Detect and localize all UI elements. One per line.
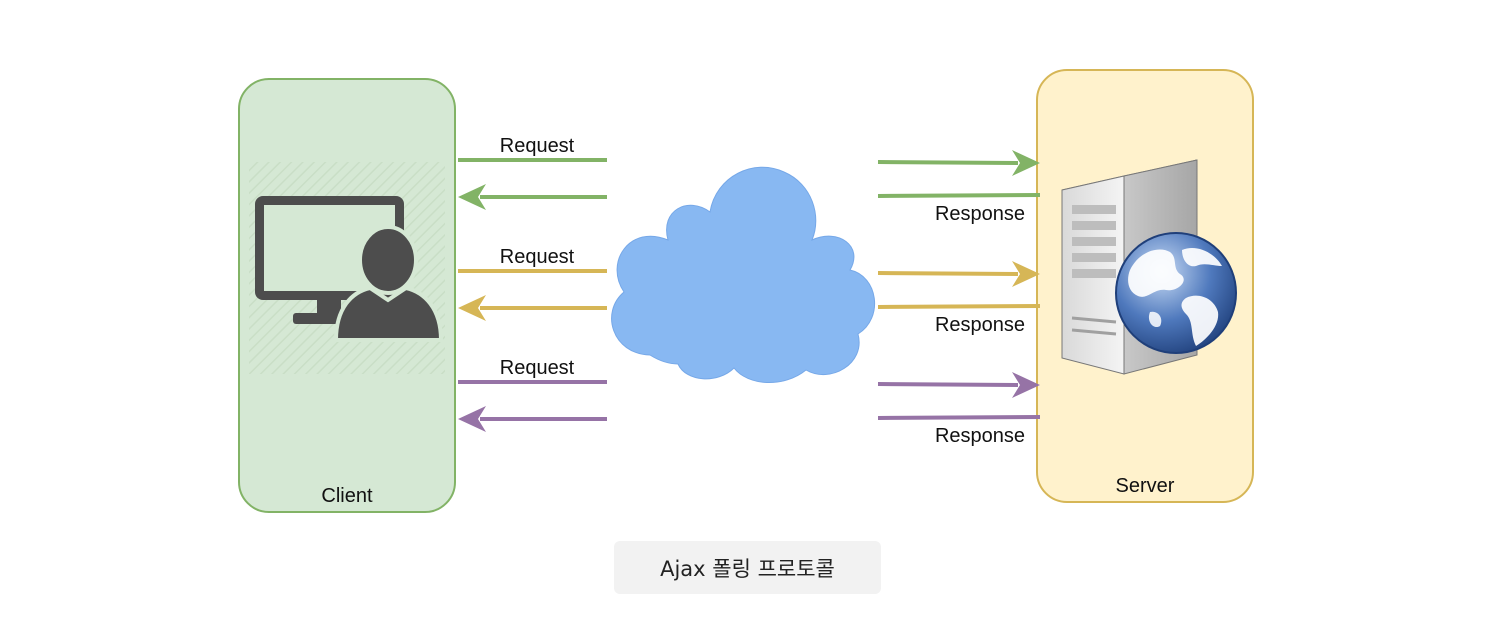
computer-user-icon bbox=[255, 196, 444, 342]
response-arrow-server-side bbox=[877, 193, 1041, 198]
arrows-layer: RequestResponseRequestResponseRequestRes… bbox=[458, 135, 1041, 447]
response-arrow-server-side bbox=[877, 304, 1041, 309]
request-label: Request bbox=[500, 357, 575, 379]
request-label: Request bbox=[500, 135, 575, 157]
response-arrow-server-side bbox=[877, 415, 1041, 420]
response-label: Response bbox=[935, 314, 1025, 336]
request-arrowhead bbox=[1012, 150, 1040, 176]
client-node: Client bbox=[238, 78, 456, 513]
request-label: Request bbox=[500, 246, 575, 268]
request-arrowhead bbox=[1012, 372, 1040, 398]
request-arrowhead bbox=[1012, 261, 1040, 287]
request-arrow-server-side bbox=[877, 271, 1019, 276]
response-label: Response bbox=[935, 425, 1025, 447]
response-arrowhead bbox=[458, 406, 486, 432]
request-arrow-server-side bbox=[877, 382, 1019, 387]
request-arrow-server-side bbox=[877, 160, 1019, 165]
response-arrowhead bbox=[458, 295, 486, 321]
diagram-caption: Ajax 폴링 프로토콜 bbox=[614, 541, 881, 594]
web-server-globe-icon bbox=[1061, 159, 1237, 375]
client-label: Client bbox=[321, 485, 373, 507]
cloud-icon bbox=[611, 166, 876, 383]
response-arrowhead bbox=[458, 184, 486, 210]
server-node: Server bbox=[1036, 69, 1254, 503]
response-label: Response bbox=[935, 203, 1025, 225]
server-label: Server bbox=[1116, 475, 1175, 497]
